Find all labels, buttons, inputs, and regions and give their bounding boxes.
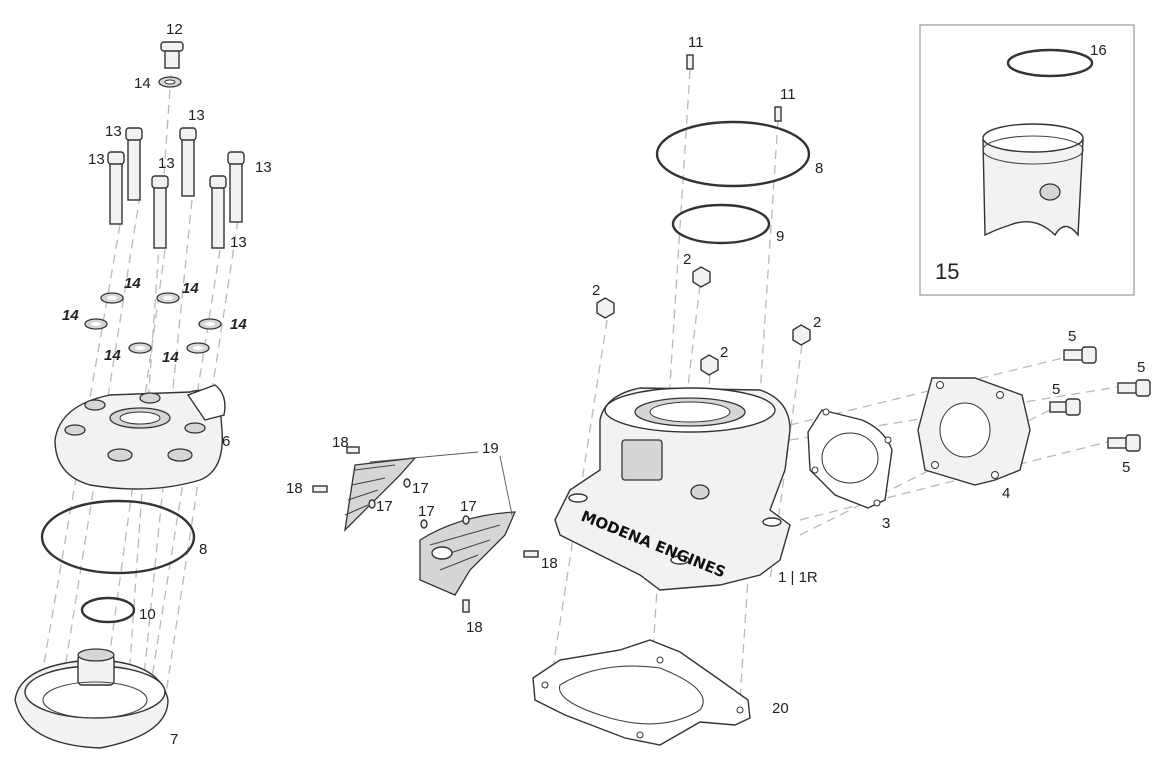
label-12: 12 xyxy=(166,21,183,38)
label-13: 13 xyxy=(105,123,122,140)
label-18: 18 xyxy=(286,480,303,497)
label-4: 4 xyxy=(1002,485,1010,502)
part-13-bolts xyxy=(107,127,245,249)
label-18: 18 xyxy=(466,619,483,636)
part-20-base-gasket xyxy=(532,639,751,746)
part-9-o-ring xyxy=(671,203,771,245)
label-14: 14 xyxy=(134,75,151,92)
label-17: 17 xyxy=(460,498,477,515)
label-2: 2 xyxy=(683,251,691,268)
part-6-cylinder-head xyxy=(54,384,226,490)
label-11: 11 xyxy=(688,34,704,51)
label-2: 2 xyxy=(813,314,821,331)
label-10: 10 xyxy=(139,606,156,623)
label-19: 19 xyxy=(482,440,499,457)
label-5: 5 xyxy=(1052,381,1060,398)
part-14-washer-top xyxy=(158,76,182,88)
part-8-o-ring-left xyxy=(40,499,196,575)
label-13: 13 xyxy=(255,159,272,176)
label-5: 5 xyxy=(1122,459,1130,476)
label-15: 15 xyxy=(935,259,959,284)
label-7: 7 xyxy=(170,731,178,748)
part-17-18-screws xyxy=(312,446,539,613)
label-2: 2 xyxy=(720,344,728,361)
label-13: 13 xyxy=(88,151,105,168)
label-14: 14 xyxy=(230,316,247,333)
label-16: 16 xyxy=(1090,42,1107,59)
label-8: 8 xyxy=(199,541,207,558)
label-6: 6 xyxy=(222,433,230,450)
part-5-bolts xyxy=(1049,346,1151,452)
part-16-piston-ring xyxy=(1006,48,1094,78)
label-14: 14 xyxy=(182,280,199,297)
label-13: 13 xyxy=(230,234,247,251)
part-12-bolt xyxy=(160,41,184,69)
label-17: 17 xyxy=(376,498,393,515)
part-2-nuts xyxy=(596,266,811,376)
label-20: 20 xyxy=(772,700,789,717)
part-1-cylinder: MODENA ENGINES xyxy=(554,387,791,591)
label-13: 13 xyxy=(158,155,175,172)
label-13: 13 xyxy=(188,107,205,124)
part-3-exhaust-gasket xyxy=(807,408,893,509)
part-10-o-ring xyxy=(80,596,136,624)
part-11-dowel-pins xyxy=(686,54,782,122)
label-2: 2 xyxy=(592,282,600,299)
label-17: 17 xyxy=(412,480,429,497)
part-labels: 12 14 13 13 13 13 13 13 14 14 14 14 14 1… xyxy=(62,21,1145,748)
part-8-o-ring-right xyxy=(655,120,811,188)
part-15-piston xyxy=(982,123,1084,237)
label-14: 14 xyxy=(162,349,179,366)
label-1-1r: 1 | 1R xyxy=(778,569,818,586)
label-3: 3 xyxy=(882,515,890,532)
part-14-washers xyxy=(84,292,222,354)
label-17: 17 xyxy=(418,503,435,520)
label-11: 11 xyxy=(780,86,796,103)
label-18: 18 xyxy=(541,555,558,572)
label-5: 5 xyxy=(1137,359,1145,376)
label-14: 14 xyxy=(62,307,79,324)
part-4-exhaust-flange xyxy=(917,377,1031,486)
label-14: 14 xyxy=(104,347,121,364)
label-9: 9 xyxy=(776,228,784,245)
part-19-reed-petals xyxy=(344,451,517,596)
label-18: 18 xyxy=(332,434,349,451)
label-8: 8 xyxy=(815,160,823,177)
label-14: 14 xyxy=(124,275,141,292)
label-5: 5 xyxy=(1068,328,1076,345)
piston-inset-box xyxy=(919,24,1135,296)
part-7-head-insert xyxy=(14,648,169,749)
